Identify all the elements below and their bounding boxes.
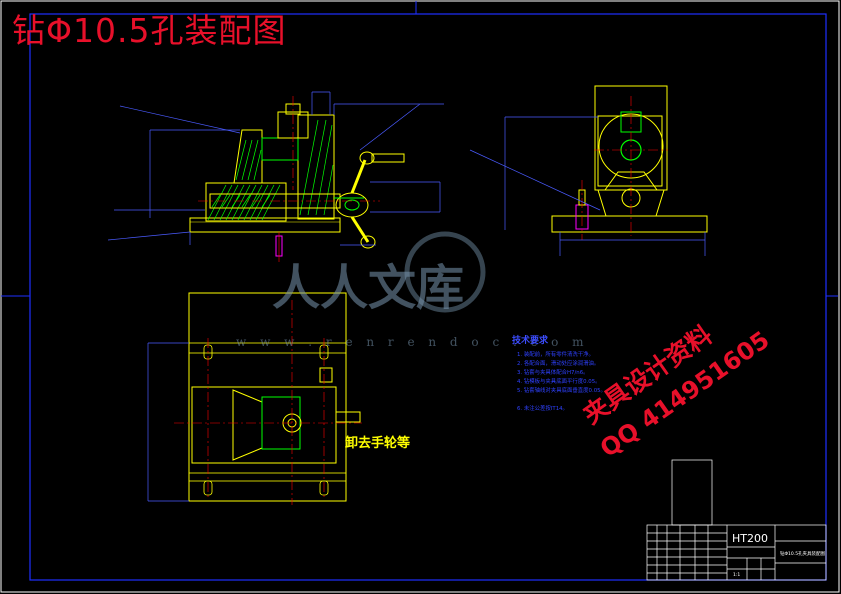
watermark-url: w w w . r e n r e n d o c . c o m xyxy=(236,335,589,349)
technical-requirement-item: 6. 未注公差按IT14。 xyxy=(517,406,568,412)
technical-requirement-item: 2. 各配合面，滑动处应涂润滑油。 xyxy=(517,361,600,367)
side-view xyxy=(469,85,708,256)
technical-requirement-item: 4. 钻模板与夹具底面平行度0.05。 xyxy=(517,379,601,385)
front-view xyxy=(107,91,444,262)
top-view xyxy=(147,292,362,505)
scale-label: 1:1 xyxy=(733,573,741,578)
watermark-emblem xyxy=(404,231,486,313)
annotation-label: 卸去手轮等 xyxy=(345,436,411,451)
drawing-title: 钻Φ10.5孔装配图 xyxy=(12,11,287,50)
technical-requirement-item: 1. 装配前，所有零件清洗干净。 xyxy=(517,352,594,358)
title-block xyxy=(646,459,827,581)
technical-requirements-title: 技术要求 xyxy=(512,336,549,346)
technical-requirement-item: 3. 钻套与夹具体配合H7/n6。 xyxy=(517,370,589,376)
title-block-name: 钻Φ10.5孔夹具装配图 xyxy=(780,552,826,557)
inner-border xyxy=(29,13,827,581)
material-label: HT200 xyxy=(732,532,768,545)
technical-requirement-item: 5. 钻套轴线对夹具底面垂直度0.05。 xyxy=(517,388,606,394)
watermark-brand: 人人文库 xyxy=(272,260,465,316)
